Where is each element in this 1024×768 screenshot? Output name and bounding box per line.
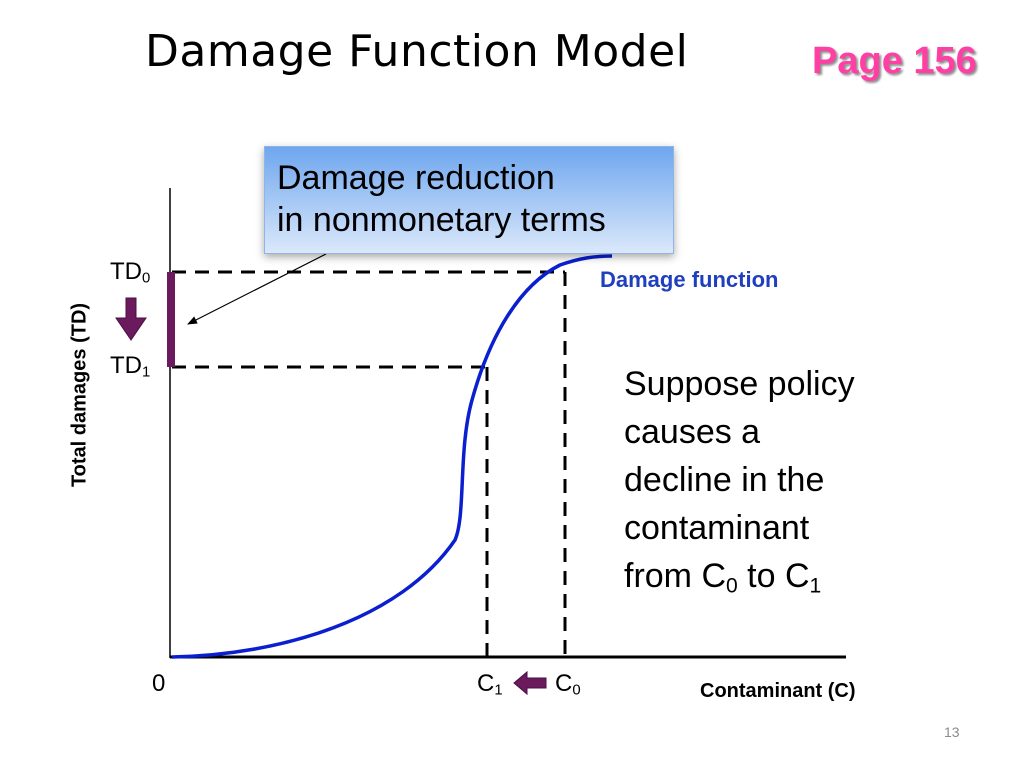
body-line-5: from C0 to C1	[624, 557, 822, 598]
slide-title: Damage Function Model	[145, 26, 689, 77]
callout-pointer-arrow	[187, 253, 327, 325]
damage-function-curve	[171, 254, 613, 659]
origin-label: 0	[152, 670, 166, 697]
callout-line-1: Damage reduction	[277, 159, 555, 197]
slide-number: 13	[944, 724, 960, 740]
policy-explanation-text: Suppose policy causes a decline in the c…	[624, 360, 924, 600]
y-axis-title: Total damages (TD)	[68, 302, 91, 488]
callout-line-2: in nonmonetary terms	[277, 201, 606, 239]
body-line-1: Suppose policy	[624, 365, 855, 403]
td0-tick-label: TD0	[110, 258, 151, 287]
x-axis-title: Contaminant (C)	[700, 680, 856, 702]
body-line-2: causes a	[624, 413, 761, 451]
c1-tick-label: C1	[477, 670, 503, 699]
c0-tick-label: C0	[555, 670, 581, 699]
damage-reduction-callout: Damage reduction in nonmonetary terms	[264, 146, 674, 254]
td1-tick-label: TD1	[110, 352, 151, 381]
c-decrease-arrow	[513, 670, 547, 696]
body-line-4: contaminant	[624, 509, 810, 547]
damage-reduction-bar	[167, 272, 175, 367]
td-decrease-arrow	[115, 297, 147, 341]
body-line-3: decline in the	[624, 461, 825, 499]
page-reference: Page 156	[812, 40, 977, 82]
damage-function-label: Damage function	[600, 267, 779, 292]
